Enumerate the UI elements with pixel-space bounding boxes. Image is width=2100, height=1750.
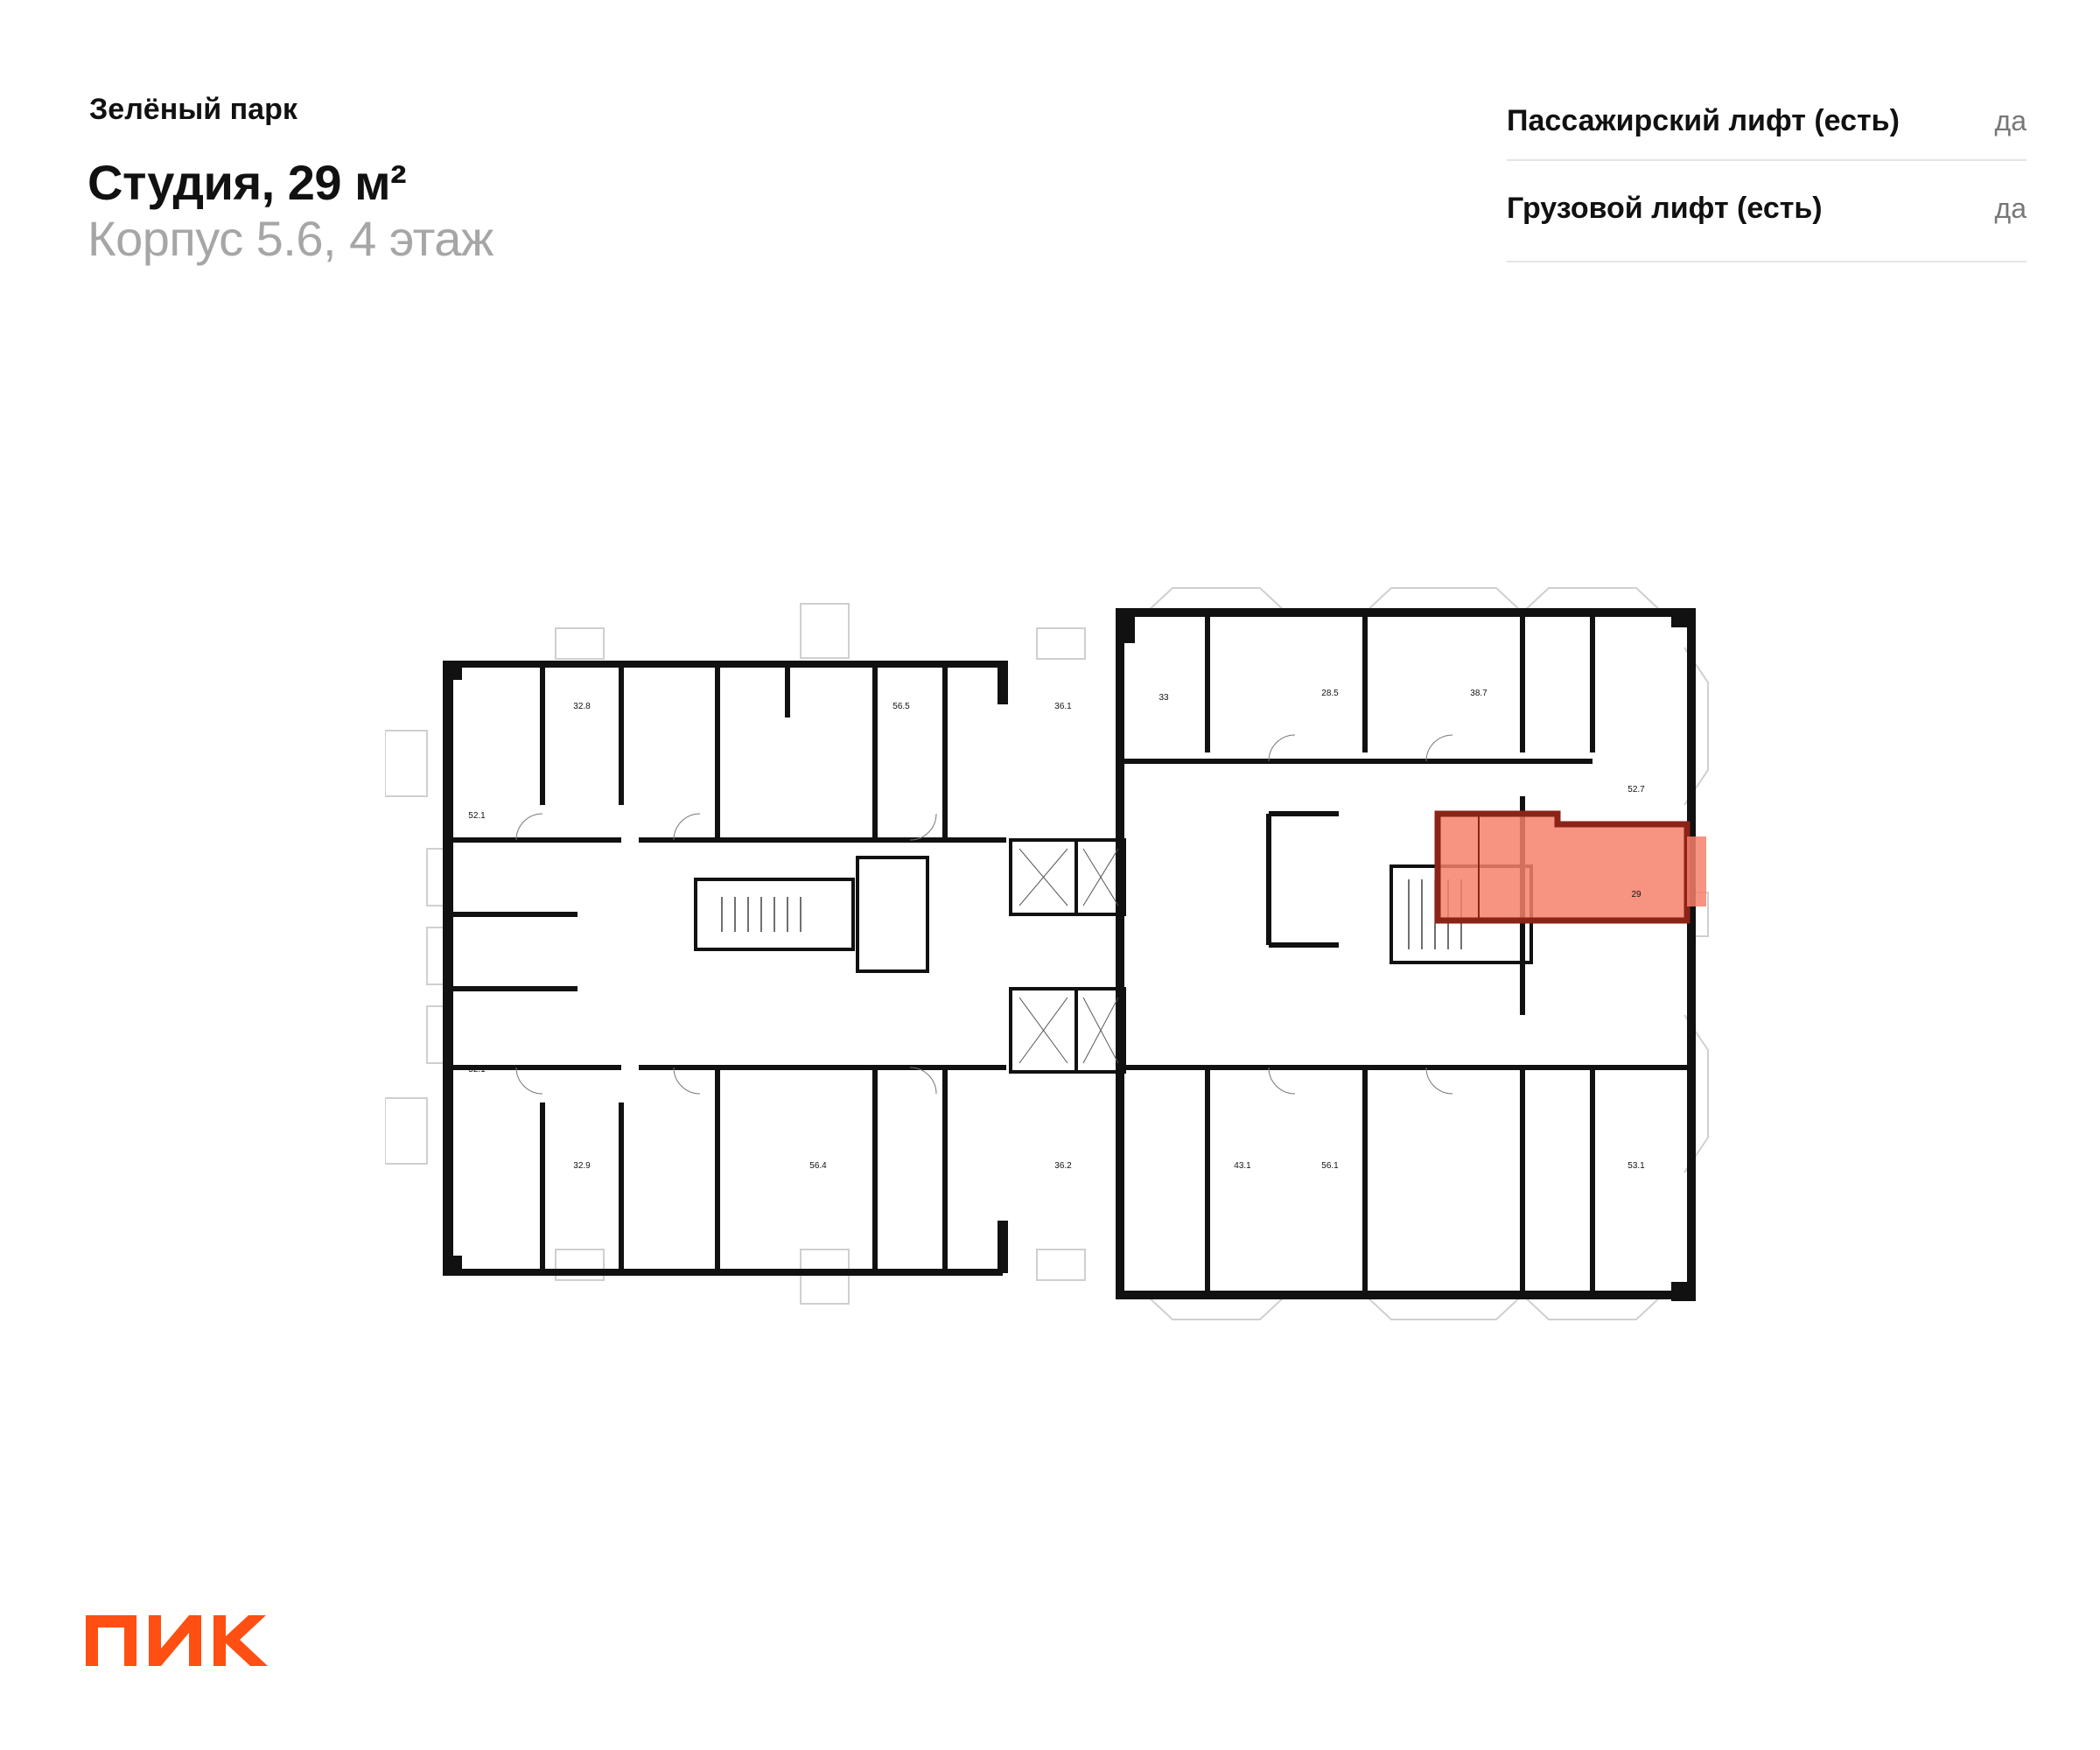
area-label-highlighted: 29 (1631, 890, 1642, 900)
area-label: 36.2 (1054, 1161, 1072, 1171)
feature-freight-lift: Грузовой лифт (есть) да (1507, 161, 2026, 262)
area-label: 52.1 (468, 1065, 486, 1074)
feature-value: да (1994, 104, 2026, 136)
area-label: 43.1 (1234, 1161, 1251, 1171)
area-label: 52.1 (468, 811, 486, 821)
outer-walls (443, 608, 1696, 1301)
feature-name: Грузовой лифт (есть) (1507, 191, 1823, 225)
area-label: 32.9 (573, 1161, 591, 1171)
feature-value: да (1994, 192, 2026, 224)
area-label: 52.7 (1628, 785, 1645, 794)
highlighted-apartment-fill[interactable] (1434, 810, 1690, 924)
features-list: Пассажирский лифт (есть) да Грузовой лиф… (1507, 88, 2026, 262)
lift-shafts (1018, 848, 1119, 1064)
area-label: 28.5 (1321, 689, 1339, 698)
door-swings (515, 734, 1453, 1095)
apartment-area-labels: 32.8 52.1 56.5 36.1 33 28.5 38.7 52.7 29… (468, 689, 1645, 1171)
area-label: 38.7 (1470, 689, 1488, 698)
balconies (385, 587, 1709, 1320)
unit-title: Студия, 29 м² (88, 155, 407, 210)
highlighted-apartment[interactable] (1434, 810, 1706, 924)
stair-and-lift-cores (694, 838, 1533, 1074)
pik-logo (86, 1615, 268, 1666)
unit-subtitle: Корпус 5.6, 4 этаж (88, 211, 494, 266)
floor-plan: 32.8 52.1 56.5 36.1 33 28.5 38.7 52.7 29… (385, 587, 1709, 1320)
project-name: Зелёный парк (89, 93, 298, 126)
area-label: 33 (1158, 693, 1169, 703)
area-label: 56.5 (892, 702, 910, 711)
area-label: 56.4 (809, 1161, 827, 1171)
area-label: 56.1 (1321, 1161, 1339, 1171)
area-label: 36.1 (1054, 702, 1072, 711)
area-label: 53.1 (1628, 1161, 1645, 1171)
highlighted-balcony (1687, 836, 1706, 906)
feature-name: Пассажирский лифт (есть) (1507, 103, 1900, 137)
interior-walls (446, 612, 1689, 1295)
area-label: 32.8 (573, 702, 591, 711)
feature-passenger-lift: Пассажирский лифт (есть) да (1507, 88, 2026, 161)
